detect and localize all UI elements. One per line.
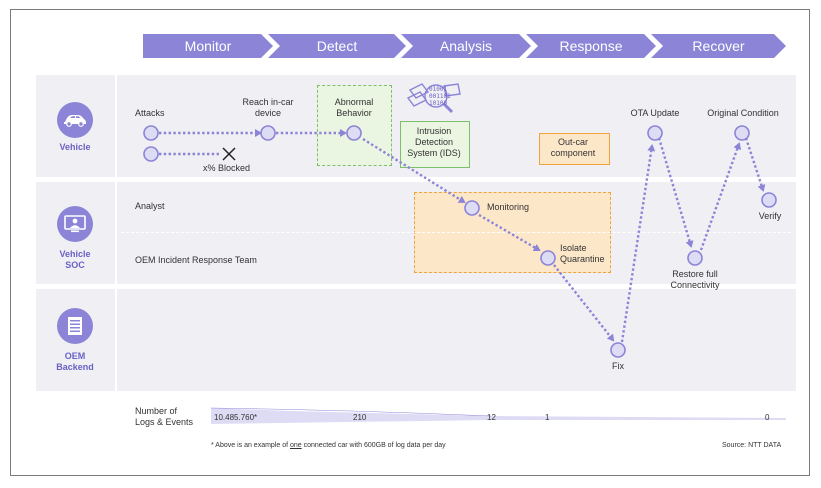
car-icon <box>57 102 93 138</box>
binary-line-2: 001101 <box>429 93 451 100</box>
label-verify: Verify <box>758 211 782 221</box>
path-fix-ota <box>620 144 656 343</box>
lane-oem-backend <box>36 289 796 391</box>
label-fix: Fix <box>612 361 624 371</box>
node-abnormal <box>346 125 362 141</box>
lane-label-backend-line2: Backend <box>56 362 94 372</box>
node-restore <box>687 250 703 266</box>
label-isolate-line1: Isolate <box>560 243 587 253</box>
path-ota-restore <box>657 137 694 248</box>
lane-label-soc-line1: Vehicle <box>59 249 91 259</box>
label-oem-irt: OEM Incident Response Team <box>135 255 257 265</box>
label-ids: Intrusion Detection System (IDS) <box>407 126 461 159</box>
path-original-verify <box>744 137 766 192</box>
ids-binary-text: 01001 001101 10100 <box>429 86 451 107</box>
server-stack-icon <box>57 308 93 344</box>
label-ids-line2: Detection <box>414 137 454 147</box>
path-monitoring-isolate <box>478 213 541 252</box>
label-reach-line1: Reach in-car <box>242 97 294 107</box>
logs-value-2: 210 <box>353 413 367 422</box>
phase-response: Response <box>526 34 656 58</box>
lane-divider <box>115 75 117 391</box>
label-restore-line2: Connectivity <box>670 280 720 290</box>
lane-label-vehicle: Vehicle <box>59 142 91 152</box>
phase-analysis: Analysis <box>401 34 531 58</box>
flow-paths <box>143 125 786 424</box>
lane-logs <box>36 406 796 442</box>
ids-box <box>400 121 470 168</box>
node-isolate <box>540 250 556 266</box>
logs-value-1: 10.485.760* <box>214 413 258 422</box>
binary-line-1: 01001 <box>429 86 448 93</box>
logs-value-3: 12 <box>487 413 496 422</box>
footnote-underlined: one <box>290 442 302 449</box>
phase-monitor: Monitor <box>143 34 273 58</box>
diagram-frame: Monitor Detect Analysis Response Recover… <box>10 9 810 476</box>
lane-label-oem-backend: OEM Backend <box>30 351 120 373</box>
label-attacks: Attacks <box>135 108 165 118</box>
label-isolate-line2: Quarantine <box>560 254 605 264</box>
label-restore: Restore full Connectivity <box>670 269 719 291</box>
label-outcar-line2: component <box>550 148 596 158</box>
label-analyst: Analyst <box>135 201 165 211</box>
node-original <box>734 125 750 141</box>
label-abnormal: Abnormal Behavior <box>335 97 374 119</box>
label-blocked: x% Blocked <box>203 163 251 173</box>
node-monitoring <box>464 200 480 216</box>
magnifier-icon <box>406 80 466 116</box>
binary-line-3: 10100 <box>429 100 448 107</box>
node-fix <box>610 342 626 358</box>
label-reach-line2: device <box>254 108 281 118</box>
label-monitoring: Monitoring <box>487 202 530 212</box>
node-attacks-2 <box>143 146 159 162</box>
label-ids-line1: Intrusion <box>416 126 452 136</box>
label-outcar-line1: Out-car <box>557 137 588 147</box>
label-restore-line1: Restore full <box>672 269 718 279</box>
label-abnormal-line1: Abnormal <box>334 97 374 107</box>
source-note: Source: NTT DATA <box>722 442 782 449</box>
path-restore-original <box>699 142 742 251</box>
logs-value-5: 0 <box>765 413 770 422</box>
node-ota <box>647 125 663 141</box>
logs-value-4: 1 <box>545 413 550 422</box>
node-reach <box>260 125 276 141</box>
label-ota: OTA Update <box>630 108 680 118</box>
footnote-prefix: * Above is an example of <box>211 442 290 449</box>
path-isolate-fix <box>553 264 615 342</box>
label-logs: Number of Logs & Events <box>135 406 193 428</box>
path-abnormal-monitoring <box>362 137 466 204</box>
label-abnormal-line2: Behavior <box>336 108 372 118</box>
label-ids-line3: System (IDS) <box>407 148 461 158</box>
monitor-person-icon <box>57 206 93 242</box>
footnote: * Above is an example of one connected c… <box>211 442 446 449</box>
label-reach: Reach in-car device <box>242 97 293 119</box>
logs-taper-bar <box>211 408 786 424</box>
node-verify <box>761 192 777 208</box>
out-car-box <box>539 133 610 165</box>
label-logs-line1: Number of <box>135 406 178 416</box>
label-logs-line2: Logs & Events <box>135 417 194 427</box>
footnote-suffix: connected car with 600GB of log data per… <box>301 442 446 449</box>
phase-recover: Recover <box>651 34 786 58</box>
soc-separator <box>121 232 791 233</box>
node-attacks <box>143 125 159 141</box>
lane-label-backend-line1: OEM <box>64 351 86 361</box>
phase-detect: Detect <box>268 34 406 58</box>
label-original: Original Condition <box>707 108 779 118</box>
label-out-car: Out-car component <box>551 137 596 159</box>
lane-label-vehicle-soc: Vehicle SOC <box>30 249 120 271</box>
lane-label-soc-line2: SOC <box>65 260 85 270</box>
label-isolate: Isolate Quarantine <box>560 243 605 265</box>
